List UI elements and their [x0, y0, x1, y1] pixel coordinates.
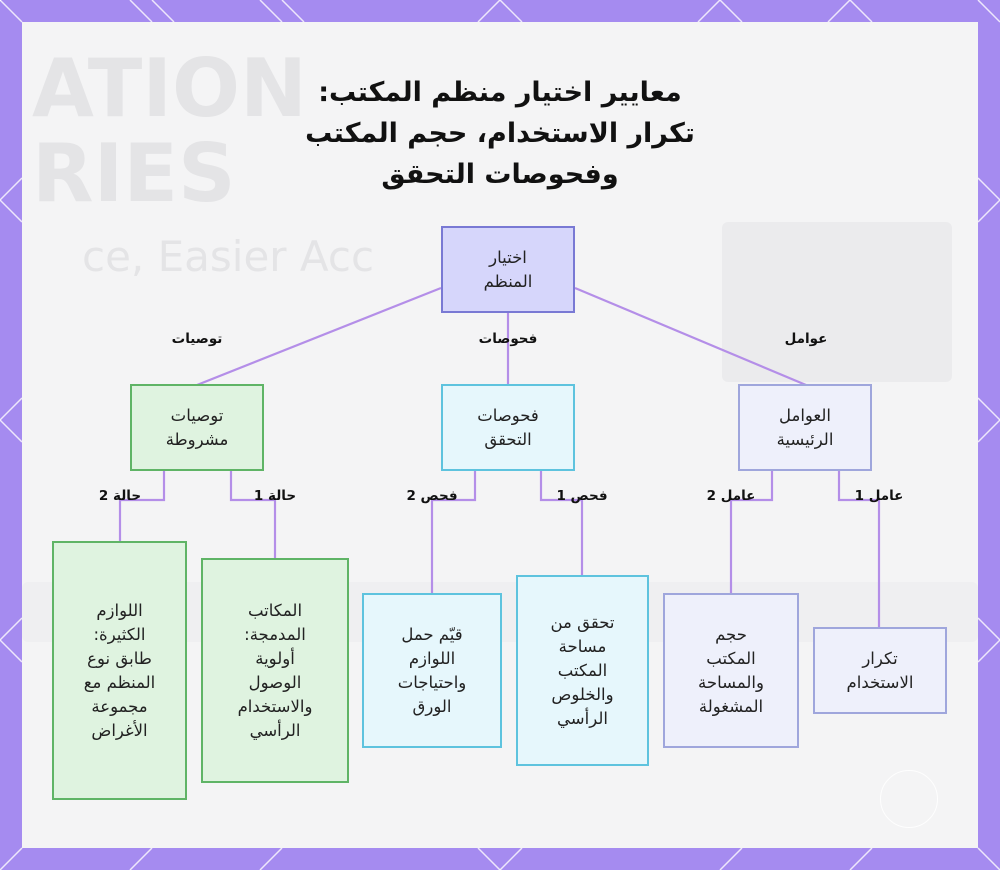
node-text-line: والخلوص	[551, 683, 615, 707]
watermark-logo-icon	[880, 770, 938, 828]
node-text-line: المكتب	[551, 659, 615, 683]
title-line: تكرار الاستخدام، حجم المكتب	[200, 113, 800, 154]
title-line: معايير اختيار منظم المكتب:	[200, 72, 800, 113]
node-check2: قيّم حمل اللوازم واحتياجات الورق	[362, 593, 502, 748]
edge-root-factors	[575, 288, 806, 385]
edge-label-case1: حالة 1	[254, 488, 296, 504]
node-text: توصيات مشروطة	[166, 404, 229, 452]
node-text-line: واحتياجات	[398, 671, 467, 695]
node-text-line: الورق	[398, 695, 467, 719]
node-text-line: قيّم حمل	[398, 623, 467, 647]
node-text-line: العوامل	[777, 404, 834, 428]
title-line: وفحوصات التحقق	[200, 154, 800, 195]
node-case1: المكاتب المدمجة: أولوية الوصول والاستخدا…	[201, 558, 349, 783]
node-text-line: الرئيسية	[777, 428, 834, 452]
edge-recs-case2	[120, 471, 164, 541]
node-text-line: والمساحة	[698, 671, 764, 695]
edge-label-factor2: عامل 2	[707, 488, 756, 504]
node-main-factors: العوامل الرئيسية	[738, 384, 872, 471]
edge-label-case2: حالة 2	[99, 488, 141, 504]
node-usage-frequency: تكرار الاستخدام	[813, 627, 947, 714]
node-text-line: التحقق	[477, 428, 539, 452]
node-text-line: حجم	[698, 623, 764, 647]
node-text-line: الأغراض	[84, 719, 156, 743]
node-root: اختيار المنظم	[441, 226, 575, 313]
node-text-line: مجموعة	[84, 695, 156, 719]
node-text: العوامل الرئيسية	[777, 404, 834, 452]
node-desk-size: حجم المكتب والمساحة المشغولة	[663, 593, 799, 748]
node-text-line: والاستخدام	[238, 695, 313, 719]
node-text-line: الرأسي	[551, 707, 615, 731]
node-text-line: الوصول	[238, 671, 313, 695]
node-text-line: تحقق من	[551, 611, 615, 635]
node-text-line: المكاتب	[238, 599, 313, 623]
node-checks: فحوصات التحقق	[441, 384, 575, 471]
node-text-line: المنظم مع	[84, 671, 156, 695]
node-text-line: مساحة	[551, 635, 615, 659]
node-text-line: المكتب	[698, 647, 764, 671]
page-title: معايير اختيار منظم المكتب: تكرار الاستخد…	[200, 72, 800, 195]
node-text-line: توصيات	[166, 404, 229, 428]
node-text: قيّم حمل اللوازم واحتياجات الورق	[398, 623, 467, 719]
node-case2: اللوازم الكثيرة: طابق نوع المنظم مع مجمو…	[52, 541, 187, 800]
node-text: فحوصات التحقق	[477, 404, 539, 452]
node-text-line: طابق نوع	[84, 647, 156, 671]
node-text-line: اللوازم	[84, 599, 156, 623]
node-check1: تحقق من مساحة المكتب والخلوص الرأسي	[516, 575, 649, 766]
node-text: اللوازم الكثيرة: طابق نوع المنظم مع مجمو…	[84, 599, 156, 743]
node-text-line: المنظم	[484, 270, 533, 294]
edge-label-factors: عوامل	[785, 331, 828, 347]
node-text-line: أولوية	[238, 647, 313, 671]
edge-label-recs: توصيات	[172, 331, 223, 347]
node-text: المكاتب المدمجة: أولوية الوصول والاستخدا…	[238, 599, 313, 743]
node-text-line: مشروطة	[166, 428, 229, 452]
node-text: اختيار المنظم	[484, 246, 533, 294]
node-text-line: اختيار	[484, 246, 533, 270]
edge-label-check1: فحص 1	[556, 488, 607, 504]
edge-recs-case1	[231, 471, 275, 558]
node-recommendations: توصيات مشروطة	[130, 384, 264, 471]
edge-checks-check1	[541, 471, 582, 575]
edge-label-checks: فحوصات	[479, 331, 538, 347]
node-text-line: الاستخدام	[847, 671, 914, 695]
node-text: تكرار الاستخدام	[847, 647, 914, 695]
edge-label-check2: فحص 2	[406, 488, 457, 504]
node-text: حجم المكتب والمساحة المشغولة	[698, 623, 764, 719]
node-text-line: اللوازم	[398, 647, 467, 671]
node-text-line: المشغولة	[698, 695, 764, 719]
node-text-line: المدمجة:	[238, 623, 313, 647]
node-text-line: تكرار	[847, 647, 914, 671]
node-text: تحقق من مساحة المكتب والخلوص الرأسي	[551, 611, 615, 731]
node-text-line: الكثيرة:	[84, 623, 156, 647]
node-text-line: الرأسي	[238, 719, 313, 743]
edge-root-recs	[197, 288, 441, 385]
node-text-line: فحوصات	[477, 404, 539, 428]
edge-label-factor1: عامل 1	[855, 488, 904, 504]
